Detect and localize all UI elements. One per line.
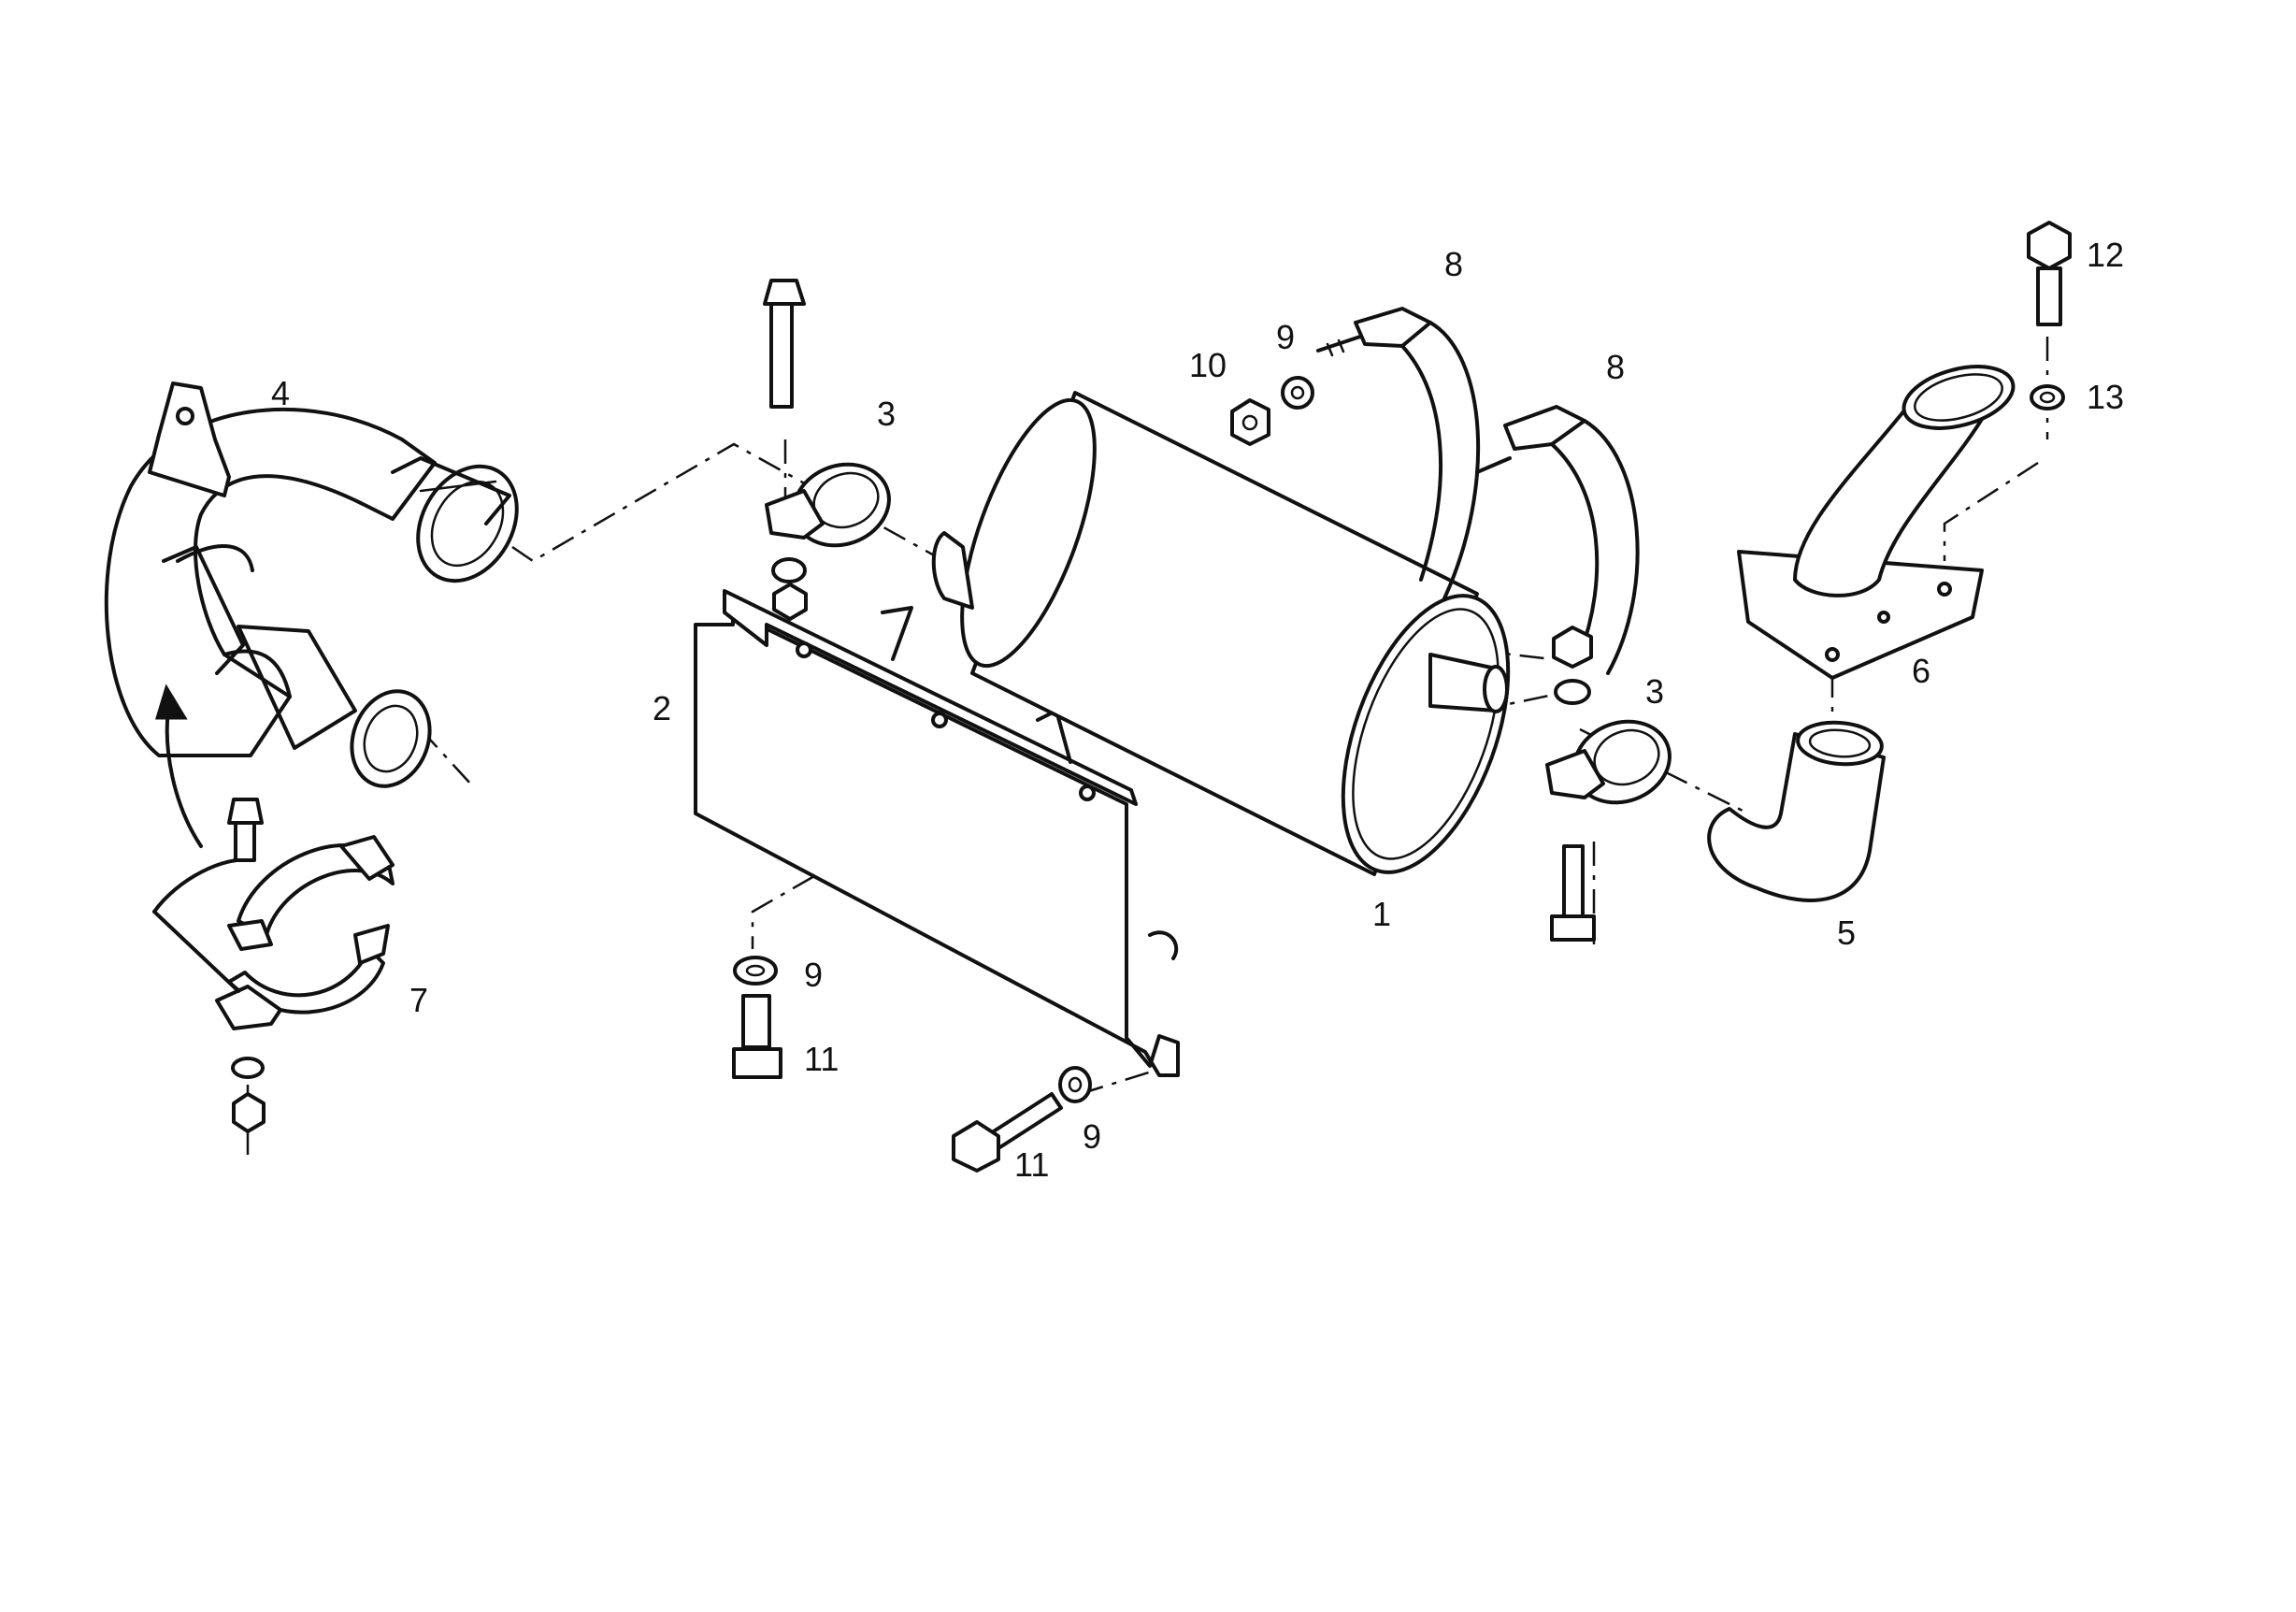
callout-11-bottom-right: 11 [1014, 1145, 1049, 1184]
washer-part-9-bottom-left [733, 956, 778, 986]
muffler-part-1 [931, 391, 1511, 876]
callout-labels: 1 2 3 3 4 5 6 7 8 8 9 9 9 10 11 11 12 13 [271, 236, 2124, 1184]
callout-3-left: 3 [877, 395, 896, 433]
callout-10: 10 [1189, 346, 1227, 384]
washer-part-9-bottom-right [1058, 1066, 1092, 1103]
callout-6: 6 [1912, 652, 1930, 690]
bolt-part-12 [2027, 221, 2072, 326]
rotation-arrow [154, 684, 203, 848]
callout-5: 5 [1837, 914, 1856, 952]
elbow-pipe-part-5 [1707, 720, 1886, 902]
callout-12: 12 [2087, 236, 2124, 274]
callout-3-right: 3 [1645, 672, 1664, 711]
callout-2: 2 [653, 689, 671, 727]
washer-part-13 [2030, 384, 2065, 410]
clamp-part-3-right [1545, 626, 1672, 942]
nut-part-10 [1230, 398, 1270, 446]
heat-shield-part-2 [694, 589, 1180, 1077]
bolt-part-11-bottom-left [732, 994, 782, 1079]
strap-part-8-lower [1475, 405, 1640, 675]
callout-4: 4 [271, 374, 290, 412]
callout-8-lower: 8 [1606, 348, 1625, 386]
callout-7: 7 [409, 981, 428, 1019]
exhaust-pipe-part-4 [104, 381, 519, 788]
callout-9-top: 9 [1276, 318, 1295, 356]
callout-11-bottom-left: 11 [804, 1040, 839, 1078]
bolt-part-11-bottom-right [952, 1092, 1063, 1173]
tailpipe-part-6 [1737, 365, 2016, 680]
washer-part-9-top [1281, 376, 1314, 410]
callout-9-bottom-left: 9 [804, 956, 823, 994]
callout-13: 13 [2087, 378, 2124, 416]
callout-1: 1 [1372, 895, 1391, 933]
clamp-bracket-part-7 [152, 798, 395, 1133]
strap-part-8-upper [1316, 307, 1481, 600]
callout-9-bottom-right: 9 [1083, 1117, 1101, 1156]
clamp-part-3-left [763, 279, 891, 621]
callout-8-upper: 8 [1444, 245, 1463, 283]
